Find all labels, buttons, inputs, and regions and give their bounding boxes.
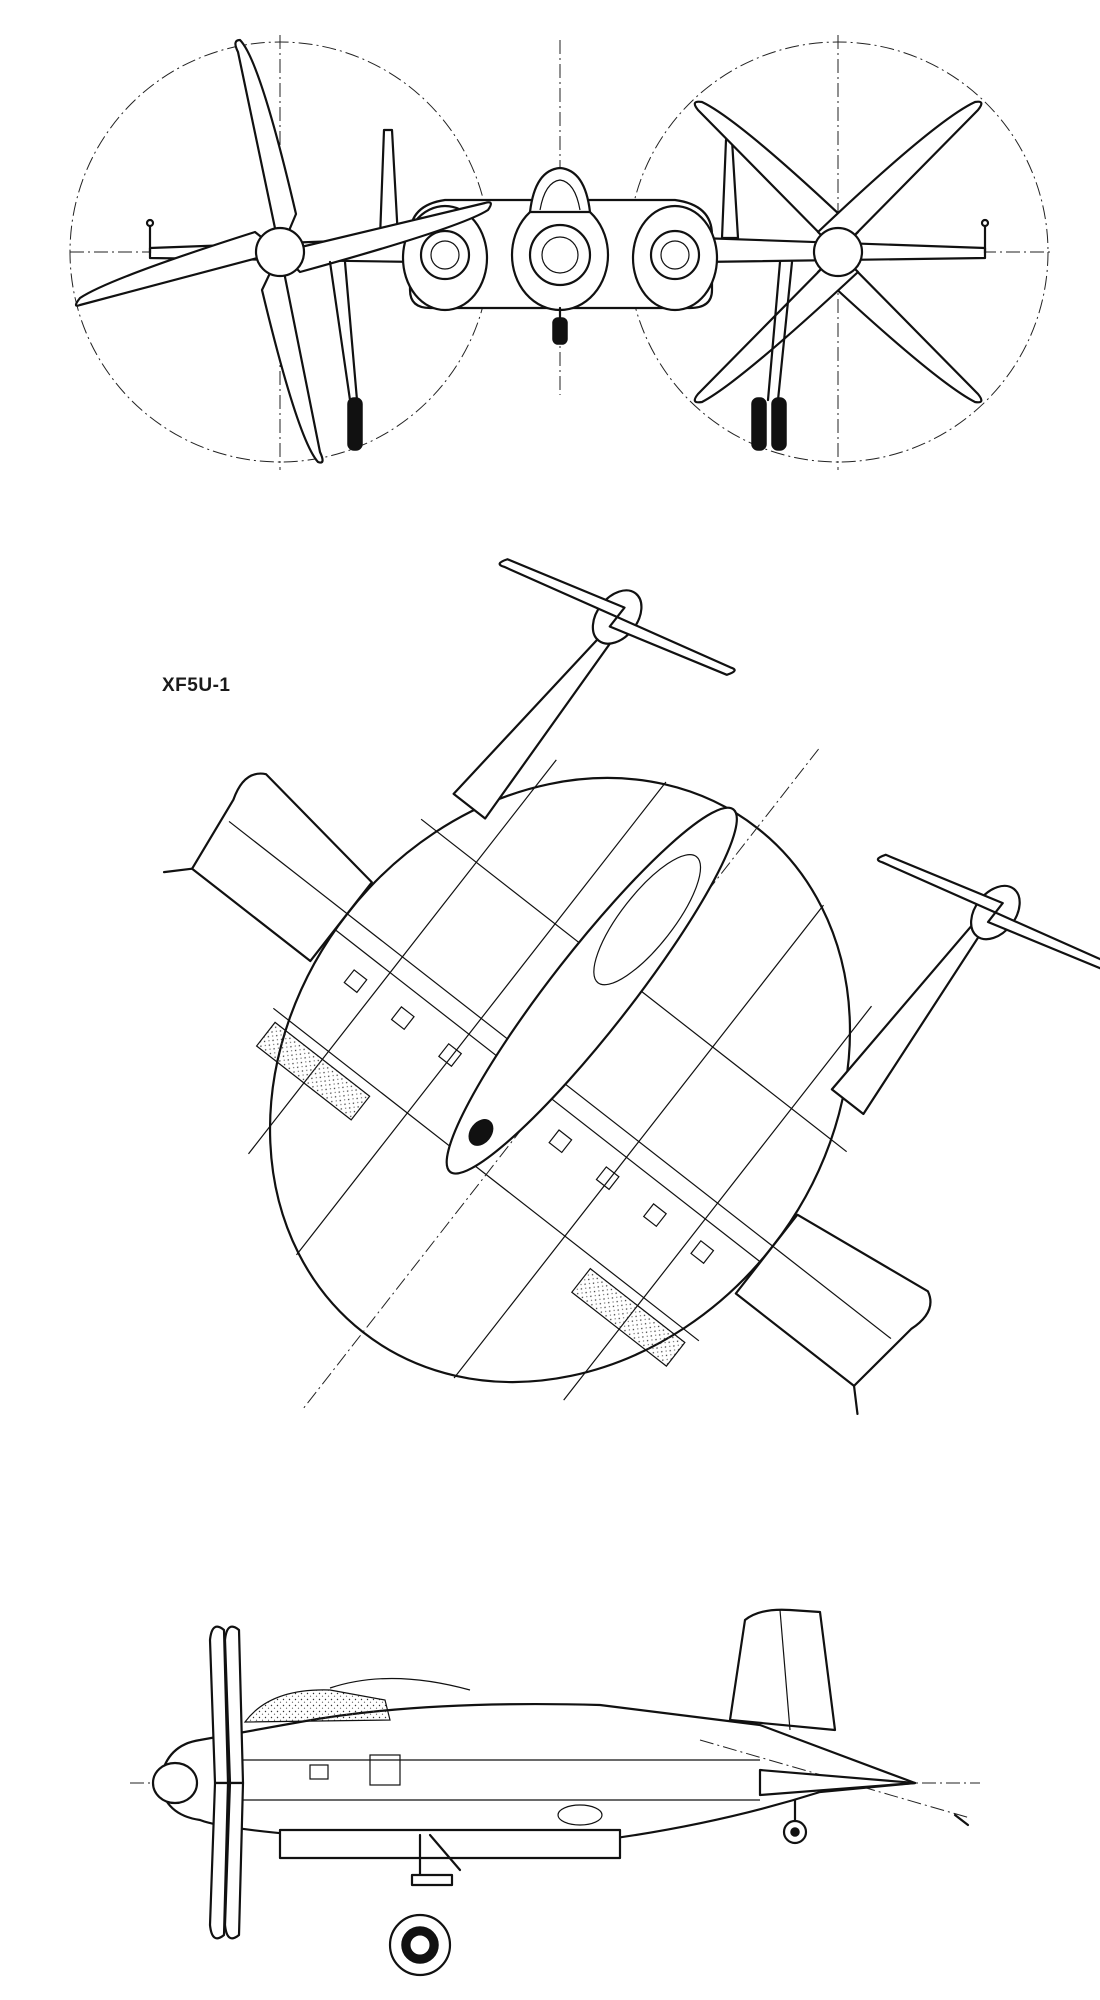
front-view [69,35,1050,470]
side-view [130,1608,980,1977]
drawing-title: XF5U-1 [162,675,231,696]
top-view [162,558,1100,1416]
